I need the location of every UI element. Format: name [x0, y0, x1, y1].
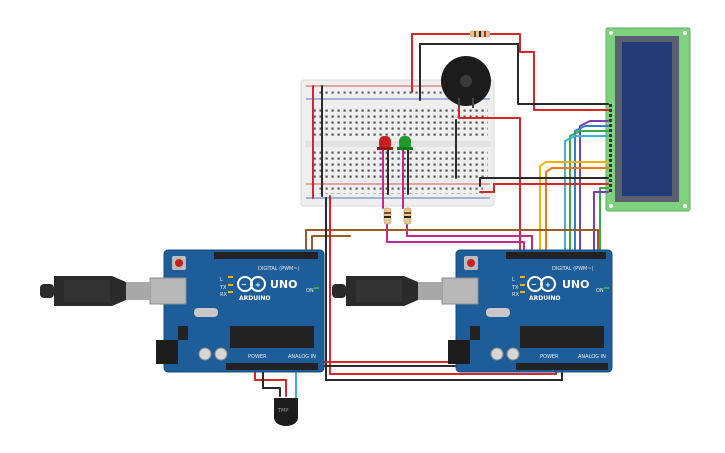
svg-text:−: −: [241, 281, 247, 289]
led-red: [377, 136, 393, 150]
svg-text:−: −: [531, 281, 537, 289]
usb-cable-icon: [332, 276, 442, 306]
on-led-label: ON: [306, 288, 314, 294]
resistor-led-1: [383, 207, 392, 225]
on-led-label: ON: [596, 288, 604, 294]
svg-text:+: +: [255, 281, 261, 289]
power-header-label: POWER: [248, 354, 267, 360]
brand-label: ARDUINO: [529, 295, 560, 302]
led-green: [397, 136, 413, 150]
analog-header-label: ANALOG IN: [578, 354, 606, 360]
rx-led-label: RX: [512, 292, 519, 298]
model-label: UNO: [562, 278, 590, 291]
lcd-pins: [609, 104, 612, 192]
tx-led-label: TX: [219, 285, 227, 291]
model-label: UNO: [270, 278, 298, 291]
resistor-top: [469, 30, 491, 38]
arduino-right: − + ARDUINO UNO DIGITAL (PWM~) POWER ANA…: [441, 249, 613, 373]
piezo-buzzer-icon: [441, 56, 491, 108]
svg-text:+: +: [545, 281, 551, 289]
arduino-logo-icon: − +: [527, 276, 556, 292]
svg-text:TMP: TMP: [277, 408, 288, 414]
temperature-sensor-icon: TMP: [274, 398, 298, 426]
l-led-label: L: [220, 277, 223, 283]
digital-header-label: DIGITAL (PWM~): [552, 266, 594, 272]
analog-header-label: ANALOG IN: [288, 354, 316, 360]
arduino-logo-icon: − +: [237, 276, 266, 292]
breadboard: [300, 79, 495, 207]
brand-label: ARDUINO: [239, 295, 270, 302]
usb-cable-icon: [40, 276, 150, 306]
digital-header-label: DIGITAL (PWM~): [258, 266, 300, 272]
tx-led-label: TX: [511, 285, 519, 291]
rx-led-label: RX: [220, 292, 227, 298]
arduino-left: − + ARDUINO UNO DIGITAL (PWM~) POWER ANA…: [149, 249, 325, 373]
resistor-led-2: [403, 207, 412, 225]
l-led-label: L: [512, 277, 515, 283]
power-header-label: POWER: [540, 354, 559, 360]
lcd-display: [605, 27, 691, 212]
